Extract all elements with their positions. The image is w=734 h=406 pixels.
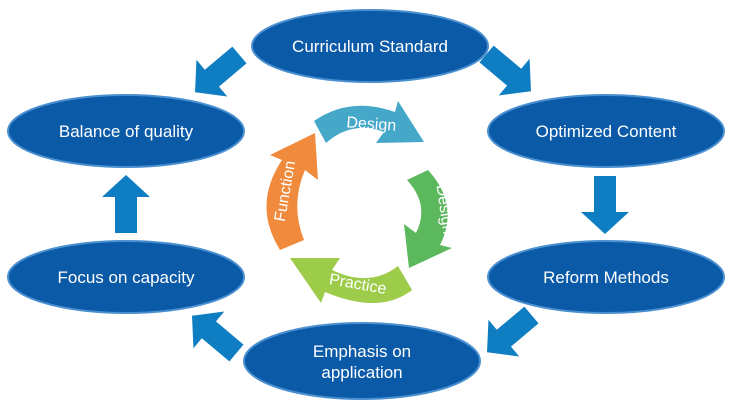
node-label: Balance of quality	[59, 122, 194, 141]
arrow-icon	[487, 306, 539, 357]
node-label: application	[321, 363, 402, 382]
curved-arrow-icon	[404, 170, 452, 268]
node-label: Reform Methods	[543, 268, 669, 287]
curved-arrow-icon	[290, 258, 412, 304]
node-label: Focus on capacity	[57, 268, 195, 287]
arrow-icon	[102, 175, 150, 233]
node-label: Optimized Content	[536, 122, 677, 141]
connector-arrows	[102, 45, 629, 362]
node-label: Curriculum Standard	[292, 37, 448, 56]
node-optimized-content: Optimized Content	[487, 94, 725, 168]
node-emphasis-on-application: Emphasis on application	[243, 322, 481, 400]
center-cycle: Design Design Practice Function	[266, 101, 457, 304]
curved-arrow-icon	[266, 133, 318, 250]
cycle-label-design-right: Design	[433, 184, 457, 236]
node-curriculum-standard: Curriculum Standard	[251, 9, 489, 83]
curved-arrow-icon	[314, 101, 424, 143]
arrow-icon	[192, 311, 244, 362]
arrow-icon	[195, 46, 247, 97]
node-balance-of-quality: Balance of quality	[7, 94, 245, 168]
node-label: Emphasis on	[313, 342, 411, 361]
cycle-label-design-top: Design	[346, 114, 397, 134]
node-focus-on-capacity: Focus on capacity	[7, 240, 245, 314]
arrow-icon	[581, 176, 629, 234]
arrow-icon	[479, 45, 531, 96]
node-reform-methods: Reform Methods	[487, 240, 725, 314]
